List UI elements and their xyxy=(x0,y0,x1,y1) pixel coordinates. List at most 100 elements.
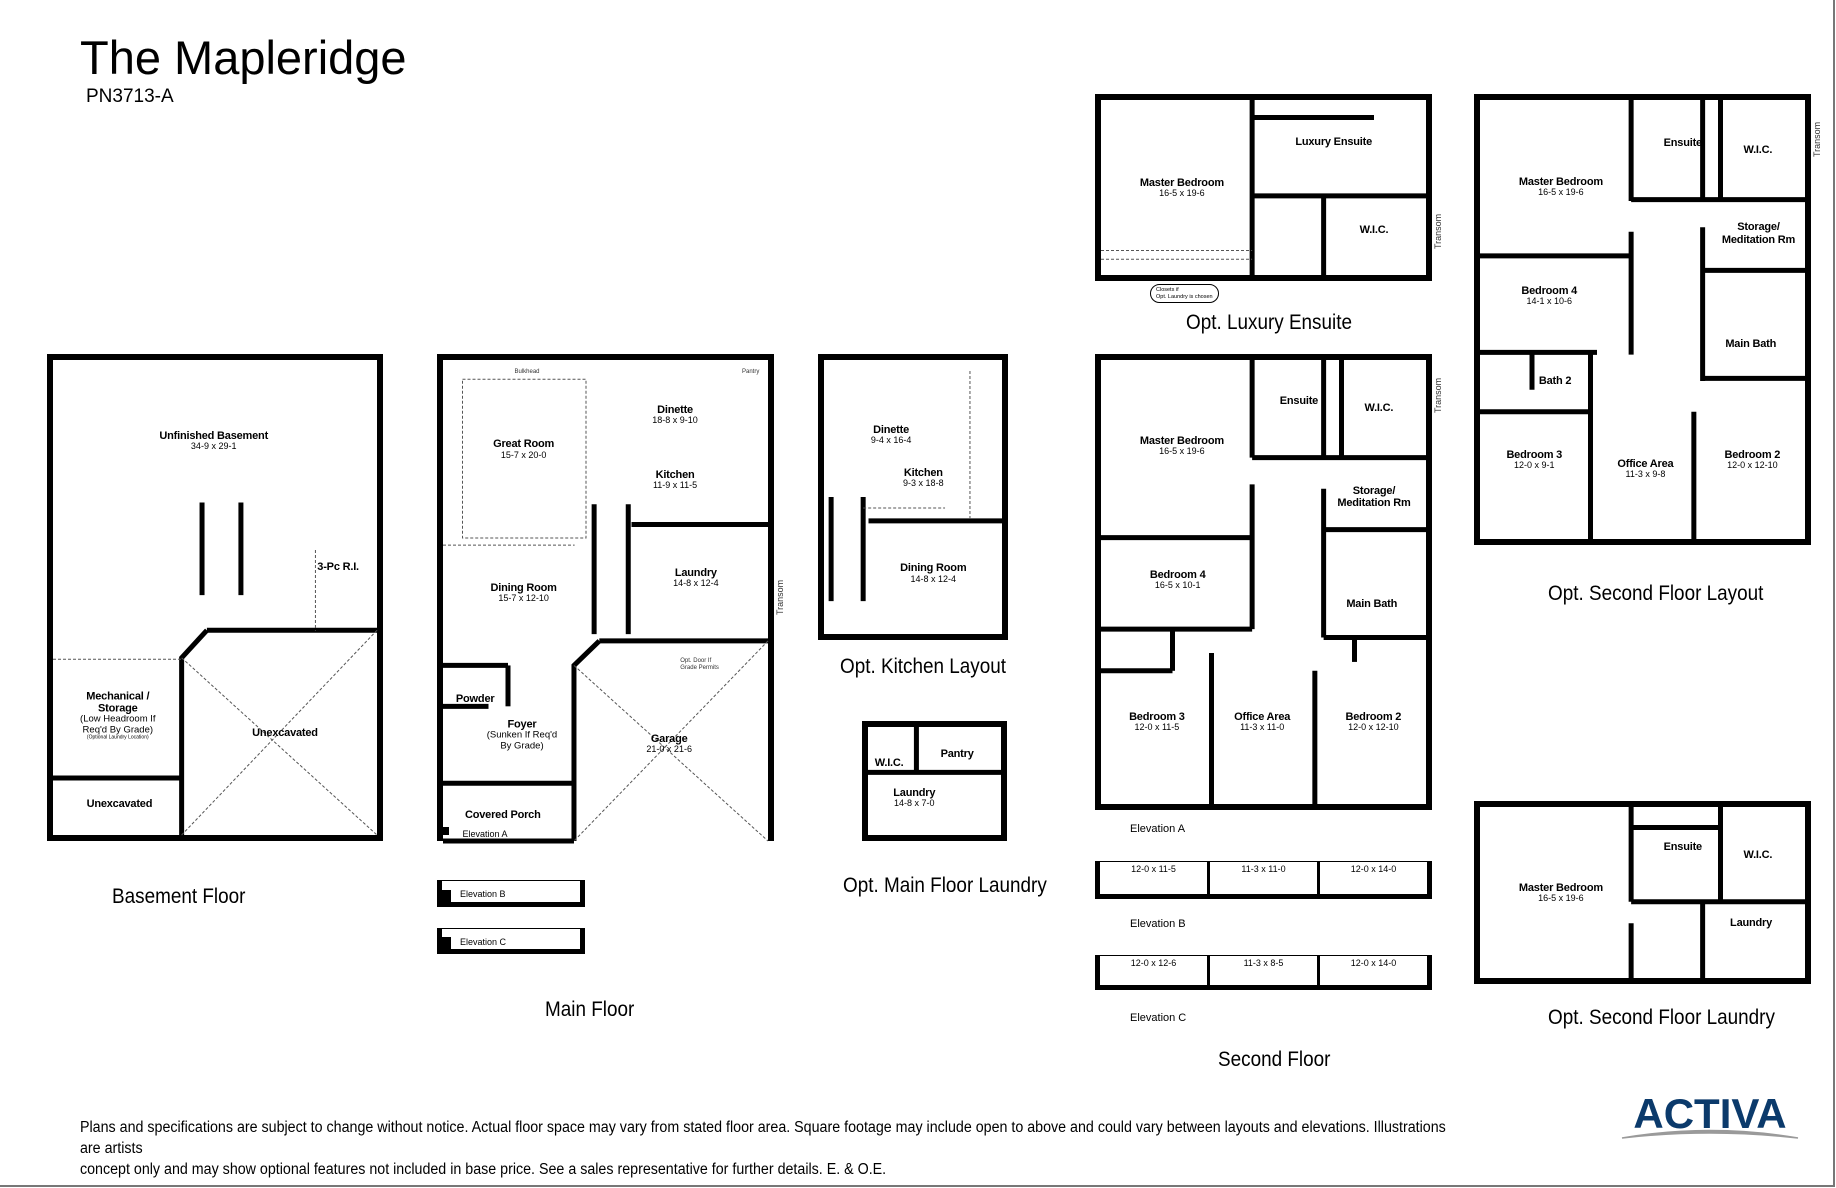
opt-kitchen-walls xyxy=(824,360,1002,634)
elevation-b-label: Elevation B xyxy=(1130,918,1186,930)
opt-door-note-line1: Opt. Door If xyxy=(680,658,712,665)
room-ensuite: Ensuite xyxy=(1663,840,1703,853)
elevation-c-label: Elevation C xyxy=(1130,1012,1187,1024)
room-wic: W.I.C. xyxy=(1743,144,1773,157)
page-title: The Mapleridge xyxy=(80,31,407,84)
room-wic: W.I.C. xyxy=(874,756,904,769)
room-3pc-rough-in: 3-Pc R.I. xyxy=(317,560,359,573)
opt-luxury-ensuite-walls xyxy=(1101,100,1426,275)
opt-second-laundry-walls xyxy=(1480,807,1805,978)
room-storage-meditation: Storage/Meditation Rm xyxy=(1337,485,1411,510)
closets-note-line2: Opt. Laundry is chosen xyxy=(1156,293,1213,300)
elevation-c-dim-center: 11-3 x 8-5 xyxy=(1210,956,1320,985)
room-ensuite: Ensuite xyxy=(1663,136,1703,149)
elevation-a-marker xyxy=(439,826,449,835)
room-laundry: Laundry xyxy=(1730,917,1773,930)
main-elevation-b-strip: Elevation B xyxy=(437,880,585,907)
caption-main-floor: Main Floor xyxy=(545,998,635,1021)
room-pantry: Pantry xyxy=(940,747,974,760)
room-storage-meditation: Storage/Meditation Rm xyxy=(1721,221,1796,246)
opt-main-laundry-walls xyxy=(868,727,1001,835)
second-floor-walls xyxy=(1101,360,1426,804)
caption-opt-second-laundry: Opt. Second Floor Laundry xyxy=(1548,1006,1775,1029)
elevation-b-marker xyxy=(437,890,451,904)
main-floor-walls xyxy=(443,360,768,841)
room-main-bath: Main Bath xyxy=(1346,598,1398,611)
bulkhead-note: Bulkhead xyxy=(514,368,540,375)
elevation-c-dim-right: 12-0 x 14-0 xyxy=(1350,958,1397,968)
opt-second-floor-walls xyxy=(1480,100,1805,539)
activa-logo: ACTIVA xyxy=(1621,1090,1799,1139)
room-unexcavated-large: Unexcavated xyxy=(252,726,318,739)
caption-second-floor: Second Floor xyxy=(1218,1048,1331,1071)
elevation-a-label: Elevation A xyxy=(462,828,508,839)
elevation-c-label: Elevation C xyxy=(460,937,507,947)
room-wic: W.I.C. xyxy=(1364,401,1394,414)
room-bath-2: Bath 2 xyxy=(1538,374,1572,387)
second-elevation-b-strip: 12-0 x 11-5 11-3 x 11-0 12-0 x 14-0 xyxy=(1095,861,1432,899)
disclaimer-line-1: Plans and specifications are subject to … xyxy=(80,1119,1446,1157)
logo-swoosh xyxy=(1621,1129,1799,1139)
room-wic: W.I.C. xyxy=(1359,223,1389,236)
model-code: PN3713-A xyxy=(86,86,174,107)
room-wic: W.I.C. xyxy=(1743,849,1773,862)
closets-note-line1: Closets if xyxy=(1156,287,1179,293)
main-elevation-c-strip: Elevation C xyxy=(437,928,585,954)
caption-opt-kitchen: Opt. Kitchen Layout xyxy=(840,655,1007,678)
transom-note: Transom xyxy=(774,579,785,615)
caption-basement-floor: Basement Floor xyxy=(112,885,246,908)
second-elevation-c-strip: 12-0 x 12-6 11-3 x 8-5 12-0 x 14-0 xyxy=(1095,955,1432,990)
room-unexcavated-small: Unexcavated xyxy=(86,798,153,811)
elevation-b-dim-left: 12-0 x 11-5 xyxy=(1100,862,1210,894)
caption-opt-second-floor: Opt. Second Floor Layout xyxy=(1548,582,1764,605)
caption-opt-main-laundry: Opt. Main Floor Laundry xyxy=(843,874,1047,897)
room-luxury-ensuite: Luxury Ensuite xyxy=(1295,136,1373,149)
elevation-a-label: Elevation A xyxy=(1130,823,1186,835)
transom-note: Transom xyxy=(1432,378,1443,414)
caption-opt-luxury-ensuite: Opt. Luxury Ensuite xyxy=(1186,311,1352,334)
room-powder: Powder xyxy=(455,693,495,706)
pantry-note: Pantry xyxy=(742,368,760,375)
room-covered-porch: Covered Porch xyxy=(464,808,541,821)
room-ensuite: Ensuite xyxy=(1279,394,1319,407)
basement-walls xyxy=(53,360,377,835)
logo-text: ACTIVA xyxy=(1633,1090,1786,1137)
opt-door-note-line2: Grade Permits xyxy=(680,665,719,672)
disclaimer-line-2: concept only and may show optional featu… xyxy=(80,1161,887,1178)
elevation-c-dim-left: 12-0 x 12-6 xyxy=(1100,956,1210,985)
elevation-b-dim-center: 11-3 x 11-0 xyxy=(1210,862,1320,894)
